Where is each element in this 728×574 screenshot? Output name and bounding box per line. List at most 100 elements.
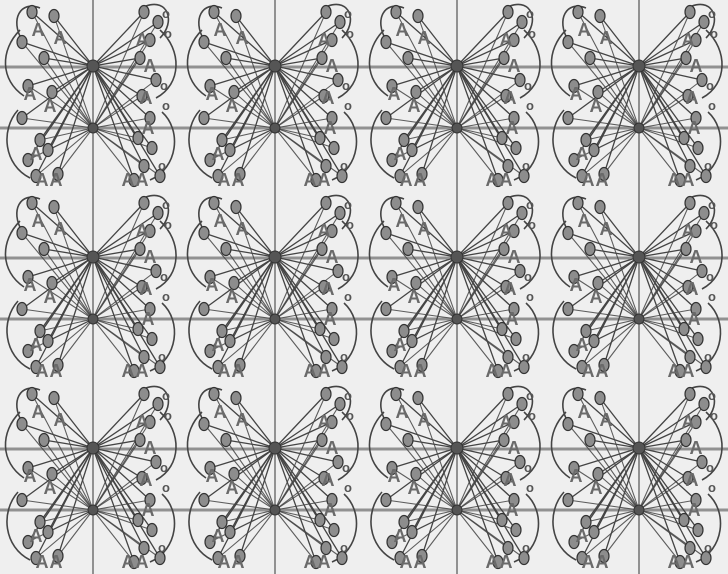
glyph-letter-a: A xyxy=(688,309,701,329)
glyph-letter-a: A xyxy=(324,118,337,138)
graph-node xyxy=(199,112,209,125)
graph-node xyxy=(139,6,149,19)
glyph-letter-a: A xyxy=(324,500,337,520)
glyph-letter-a: A xyxy=(582,552,595,572)
graph-node xyxy=(231,201,241,214)
glyph-letter-a: A xyxy=(232,170,245,190)
glyph-letter-a: A xyxy=(322,279,335,299)
glyph-letter-a: A xyxy=(326,247,339,267)
glyph-letter-a: A xyxy=(688,500,701,520)
glyph-letter-a: A xyxy=(400,361,413,381)
glyph-letter-a: A xyxy=(400,170,413,190)
glyph-letter-a: A xyxy=(668,170,681,190)
glyph-letter-o: o xyxy=(162,289,170,304)
glyph-letter-a: A xyxy=(144,56,157,76)
glyph-letter-a: A xyxy=(686,279,699,299)
glyph-letter-o: o xyxy=(526,388,534,403)
glyph-letter-o: o xyxy=(162,480,170,495)
graph-node xyxy=(413,10,423,23)
glyph-letter-a: A xyxy=(122,552,135,572)
glyph-letter-a: A xyxy=(508,438,521,458)
glyph-letter-a: A xyxy=(682,361,695,381)
graph-node xyxy=(407,526,417,539)
glyph-letter-a: A xyxy=(142,118,155,138)
glyph-letter-a: A xyxy=(140,470,153,490)
glyph-letter-a: A xyxy=(596,170,609,190)
graph-hub-node xyxy=(451,60,463,72)
graph-node xyxy=(209,388,219,401)
glyph-letter-o: o xyxy=(158,158,166,173)
graph-hub-node xyxy=(270,505,280,515)
graph-node xyxy=(381,303,391,316)
glyph-letter-a: A xyxy=(396,211,409,231)
glyph-letter-a: A xyxy=(32,402,45,422)
glyph-letter-a: A xyxy=(686,88,699,108)
glyph-letter-o: o xyxy=(706,78,714,93)
graph-node xyxy=(693,142,703,155)
glyph-letter-a: A xyxy=(142,500,155,520)
graph-node xyxy=(585,243,595,256)
glyph-letter-a: A xyxy=(486,552,499,572)
glyph-letter-a: A xyxy=(144,438,157,458)
graph-node xyxy=(573,197,583,210)
glyph-letter-a: A xyxy=(142,309,155,329)
glyph-letter-a: A xyxy=(136,552,149,572)
graph-node xyxy=(413,392,423,405)
glyph-letter-a: A xyxy=(396,402,409,422)
glyph-letter-a: A xyxy=(206,466,219,486)
glyph-letter-a: A xyxy=(508,247,521,267)
graph-node xyxy=(563,227,573,240)
graph-node xyxy=(511,142,521,155)
glyph-letter-o: o xyxy=(704,158,712,173)
glyph-letter-o: o xyxy=(340,540,348,555)
graph-node xyxy=(27,6,37,19)
graph-node xyxy=(17,303,27,316)
graph-node xyxy=(221,434,231,447)
glyph-letter-o: o xyxy=(528,408,536,423)
glyph-letter-a: A xyxy=(236,410,249,430)
glyph-letter-a: A xyxy=(690,247,703,267)
graph-hub-node xyxy=(634,123,644,133)
glyph-letter-a: A xyxy=(236,28,249,48)
graph-node xyxy=(329,142,339,155)
graph-node xyxy=(329,333,339,346)
glyph-letter-a: A xyxy=(318,170,331,190)
glyph-letter-a: A xyxy=(600,28,613,48)
glyph-letter-o: o xyxy=(704,540,712,555)
glyph-letter-a: A xyxy=(590,96,603,116)
glyph-letter-o: o xyxy=(346,26,354,41)
glyph-letter-a: A xyxy=(578,211,591,231)
glyph-letter-o: o xyxy=(522,349,530,364)
glyph-letter-a: A xyxy=(570,466,583,486)
glyph-letter-a: A xyxy=(504,470,517,490)
glyph-letter-a: A xyxy=(54,219,67,239)
glyph-letter-a: A xyxy=(582,361,595,381)
glyph-letter-a: A xyxy=(206,275,219,295)
glyph-letter-o: o xyxy=(708,388,716,403)
graph-node xyxy=(329,524,339,537)
graph-node xyxy=(147,333,157,346)
graph-node xyxy=(595,392,605,405)
glyph-letter-o: o xyxy=(340,349,348,364)
glyph-letter-a: A xyxy=(212,144,225,164)
graph-hub-node xyxy=(633,251,645,263)
glyph-letter-o: o xyxy=(164,26,172,41)
graph-node xyxy=(407,335,417,348)
graph-node xyxy=(589,526,599,539)
glyph-letter-a: A xyxy=(318,361,331,381)
glyph-letter-o: o xyxy=(344,388,352,403)
graph-hub-node xyxy=(634,505,644,515)
glyph-letter-o: o xyxy=(160,78,168,93)
glyph-letter-a: A xyxy=(236,219,249,239)
glyph-letter-a: A xyxy=(486,361,499,381)
glyph-letter-a: A xyxy=(214,402,227,422)
glyph-letter-a: A xyxy=(54,410,67,430)
glyph-letter-o: o xyxy=(708,6,716,21)
graph-node xyxy=(381,494,391,507)
glyph-letter-a: A xyxy=(408,287,421,307)
glyph-letter-a: A xyxy=(570,275,583,295)
glyph-letter-o: o xyxy=(344,289,352,304)
glyph-letter-a: A xyxy=(318,221,331,241)
glyph-letter-a: A xyxy=(394,335,407,355)
glyph-letter-o: o xyxy=(344,6,352,21)
